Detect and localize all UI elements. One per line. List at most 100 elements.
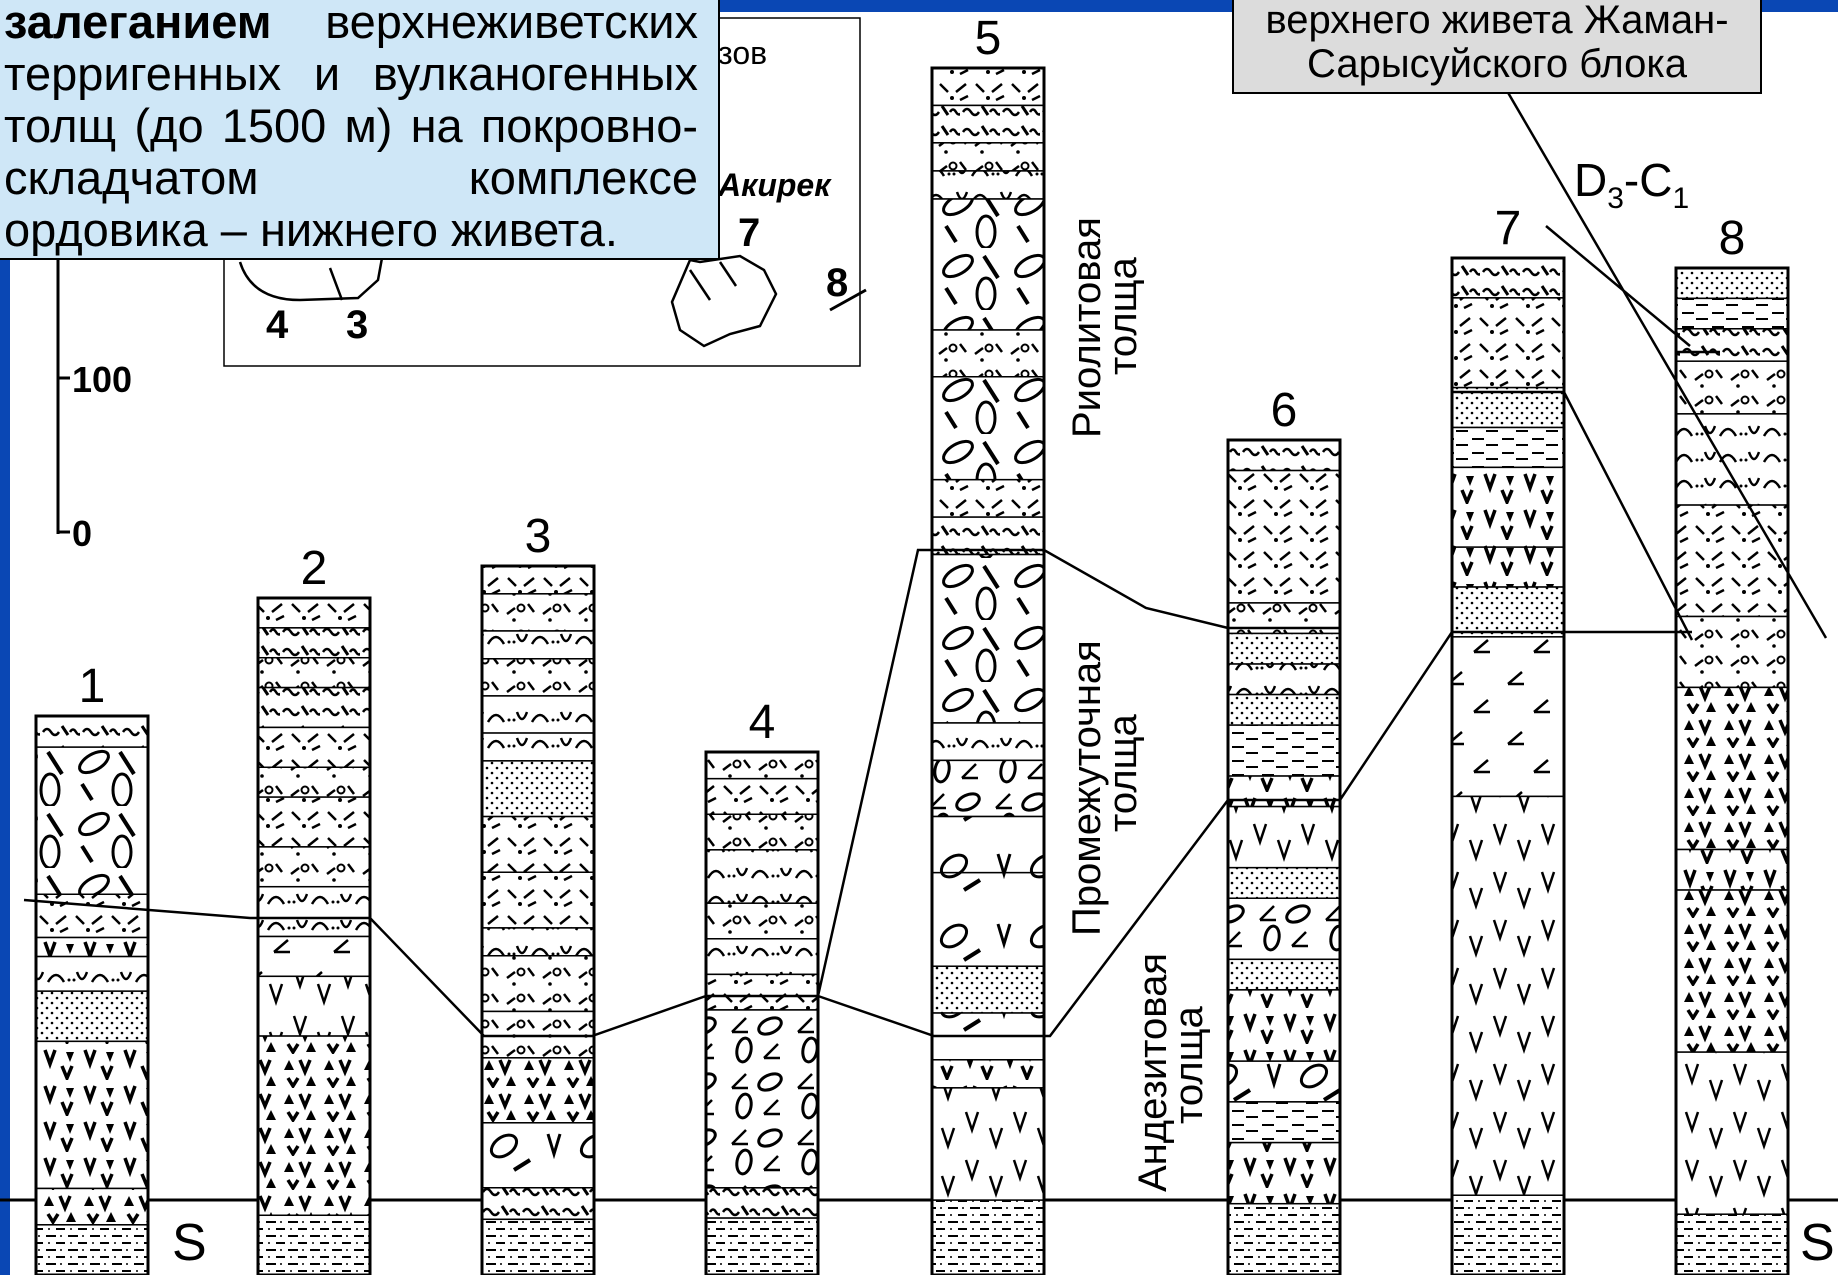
column-8-layer [1676, 616, 1788, 687]
column-3-layer [482, 817, 594, 873]
column-6-layer [1228, 776, 1340, 807]
column-4-layer [706, 1010, 818, 1188]
unit-label-andesite-line2: толща [1167, 1006, 1211, 1124]
column-8-layer [1676, 1214, 1788, 1275]
column-2-layer [258, 847, 370, 887]
column-6-layer [1228, 1204, 1340, 1275]
stratigraphic-column-1: 1 [36, 660, 148, 1275]
column-5-layer [932, 760, 1044, 816]
column-label-5: 5 [975, 12, 1002, 65]
column-8-layer [1676, 890, 1788, 1052]
column-label-1: 1 [79, 660, 106, 713]
column-5-layer [932, 143, 1044, 171]
column-3-layer [482, 733, 594, 761]
column-7-layer [1452, 258, 1564, 298]
column-6-layer [1228, 695, 1340, 726]
column-4-layer [706, 1218, 818, 1275]
unit-label-rhyolite-line2: толща [1101, 257, 1145, 375]
column-3-layer [482, 761, 594, 817]
column-2-layer [258, 658, 370, 688]
column-1-layer [36, 1225, 148, 1275]
column-2-layer [258, 1036, 370, 1215]
column-5-layer [932, 555, 1044, 723]
column-label-4: 4 [749, 696, 776, 749]
column-1-layer [36, 1041, 148, 1188]
column-1-layer [36, 938, 148, 957]
inset-label-7: 7 [738, 211, 760, 255]
column-2-layer [258, 887, 370, 937]
inset-label-3: 3 [346, 303, 368, 347]
age-label: D3-C1 [1574, 154, 1689, 215]
column-8-layer [1676, 298, 1788, 328]
column-3-layer [482, 1188, 594, 1220]
column-5-layer [932, 1060, 1044, 1088]
column-6-layer [1228, 1061, 1340, 1102]
scale-tick-100: 100 [72, 359, 132, 400]
base-label-s-right: S [1800, 1214, 1835, 1272]
column-label-6: 6 [1271, 384, 1298, 437]
column-1-layer [36, 1188, 148, 1224]
column-7-layer [1452, 428, 1564, 468]
vertical-scale: 100 0 [58, 250, 132, 554]
title-line-2: Сарысуйского блока [1234, 42, 1760, 86]
column-3-layer [482, 1058, 594, 1123]
column-2-layer [258, 937, 370, 977]
column-2-layer [258, 976, 370, 1036]
column-7-layer [1452, 547, 1564, 587]
description-callout: залеганием верхнеживетских терригенных и… [0, 0, 720, 260]
column-6-layer [1228, 959, 1340, 990]
column-5-layer [932, 171, 1044, 199]
column-6-layer [1228, 898, 1340, 959]
column-7-layer [1452, 587, 1564, 637]
column-6-layer [1228, 807, 1340, 868]
title-line-1: верхнего живета Жаман- [1234, 0, 1760, 42]
column-4-layer [706, 814, 818, 850]
stratigraphic-column-2: 2 [258, 542, 370, 1275]
column-5-layer [932, 966, 1044, 1013]
column-3-layer [482, 1011, 594, 1057]
column-6-layer [1228, 725, 1340, 776]
column-4-layer [706, 752, 818, 779]
column-8-layer [1676, 1052, 1788, 1214]
scale-tick-0: 0 [72, 513, 92, 554]
column-5-layer [932, 377, 1044, 480]
inset-label-4: 4 [266, 303, 289, 347]
column-2-layer [258, 598, 370, 628]
column-3-layer [482, 594, 594, 631]
column-label-2: 2 [301, 542, 328, 595]
column-6-layer [1228, 1102, 1340, 1143]
column-1-layer [36, 747, 148, 894]
unit-label-intermediate-line2: толща [1101, 714, 1145, 832]
column-3-layer [482, 1123, 594, 1188]
column-8-layer [1676, 850, 1788, 891]
column-8-layer [1676, 687, 1788, 849]
column-3-layer [482, 631, 594, 659]
column-label-8: 8 [1719, 212, 1746, 265]
column-6-layer [1228, 471, 1340, 603]
column-2-layer [258, 688, 370, 728]
inset-label-8: 8 [826, 261, 848, 305]
column-7-layer [1452, 1195, 1564, 1275]
column-3-layer [482, 659, 594, 696]
column-1-layer [36, 894, 148, 937]
column-1-layer [36, 716, 148, 747]
column-7-layer [1452, 298, 1564, 388]
column-4-layer [706, 939, 818, 975]
column-6-layer [1228, 633, 1340, 664]
column-6-layer [1228, 990, 1340, 1061]
title-box: верхнего живета Жаман- Сарысуйского блок… [1232, 0, 1762, 94]
stratigraphic-column-3: 3 [482, 510, 594, 1275]
column-3-layer [482, 928, 594, 956]
stratigraphic-column-7: 7 [1452, 202, 1564, 1275]
column-5-layer [932, 723, 1044, 760]
column-3-layer [482, 872, 594, 928]
column-8-layer [1676, 268, 1788, 298]
column-7-layer [1452, 467, 1564, 547]
column-2-layer [258, 727, 370, 767]
column-4-layer [706, 974, 818, 1010]
column-5-layer [932, 480, 1044, 517]
column-3-layer [482, 566, 594, 594]
column-4-layer [706, 903, 818, 939]
column-7-layer [1452, 388, 1564, 428]
column-4-layer [706, 1188, 818, 1218]
